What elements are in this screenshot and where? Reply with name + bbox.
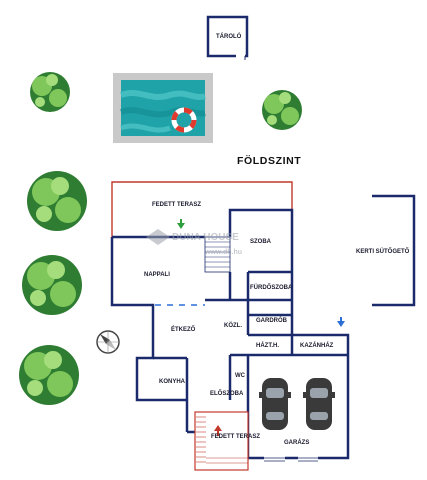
room-label-kozl: KÖZL. [224,322,242,329]
swimming-pool [113,73,213,143]
room-label-gardrob: GARDRÓB [256,316,288,324]
room-label-wc: WC [235,373,246,379]
storage-hut [206,15,249,60]
house-walls [110,208,350,460]
room-label-garazs: GARÁZS [284,439,309,446]
tree-icon [262,90,302,130]
tree-icon [22,255,82,315]
room-label-szoba: SZOBA [250,239,272,245]
room-label-nappali: NAPPALI [144,272,170,278]
room-label-fedett-terasz-bottom: FEDETT TERASZ [211,434,260,440]
room-label-tarolo: TÁROLÓ [216,32,242,40]
covered-terrace-bottom [194,411,249,471]
entrance-arrow-icon [214,425,222,436]
compass-icon [96,330,120,354]
room-label-haztart: HÁZT.H. [256,342,279,349]
watermark: DUNA HOUSE www.dh.hu [146,229,242,256]
tree-icon [27,171,87,231]
car-icon [303,378,335,430]
garage-door-bottom [264,457,318,462]
terrace-entrance-arrow-icon [177,219,185,229]
boiler-entrance-arrow-icon [337,317,345,327]
covered-terrace-top [111,181,293,237]
car-icon [259,378,291,430]
room-label-furdoszoba: FÜRDŐSZOBA [250,284,293,291]
tree-icon [19,345,79,405]
tree-icon [30,72,70,112]
stairs [204,236,231,273]
room-label-kerti-sutogeto: KERTI SÜTŐGETŐ [356,248,410,255]
watermark-brand: DUNA HOUSE [172,232,239,243]
room-label-eloszoba: ELŐSZOBA [210,390,244,397]
watermark-url: www.dh.hu [204,249,242,256]
floor-title: FÖLDSZINT [237,154,301,167]
lifebuoy-icon [171,107,197,133]
room-label-fedett-terasz-top: FEDETT TERASZ [152,202,201,208]
room-label-kazanhaz: KAZÁNHÁZ [300,342,334,349]
garden-grill-structure [372,194,416,307]
room-label-etkezo: ÉTKEZŐ [171,325,196,333]
room-label-konyha: KONYHA [159,379,186,385]
